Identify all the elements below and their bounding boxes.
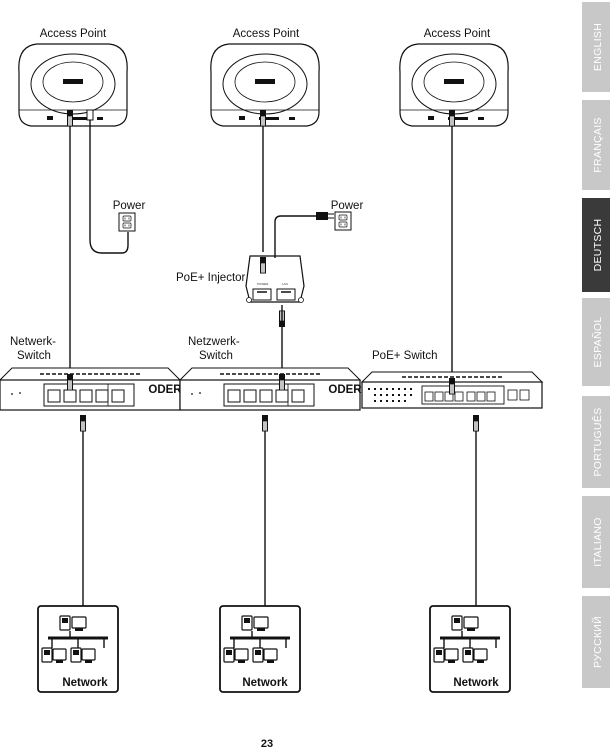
access-point-label-3: Access Point [424, 28, 491, 40]
power-cable [275, 216, 318, 258]
language-tab-portugues[interactable]: PORTUGUÊS [582, 396, 610, 488]
rj45-connector-icon [449, 110, 455, 126]
language-tab-russian[interactable]: РУССКИЙ [582, 596, 610, 688]
rj45-connector-icon [67, 110, 73, 126]
access-point-label-2: Access Point [233, 28, 300, 40]
language-tab-label: PORTUGUÊS [591, 407, 604, 476]
rj45-connector-icon [262, 415, 268, 431]
rj45-connector-icon [67, 374, 73, 390]
power-cable [90, 118, 128, 253]
switch-label-2-line1: Netzwerk- [188, 336, 240, 348]
network-label-1: Network [62, 677, 108, 689]
language-tab-espanol[interactable]: ESPAÑOL [582, 298, 610, 386]
language-tab-label: ESPAÑOL [591, 317, 604, 368]
switch-label-2-line2: Switch [199, 350, 233, 362]
or-label-1: ODER [148, 384, 182, 396]
rj45-connector-icon [80, 415, 86, 431]
rj45-connector-icon [449, 378, 455, 394]
language-tab-francais[interactable]: FRANÇAIS [582, 100, 610, 190]
svg-text:LAN: LAN [282, 282, 288, 286]
svg-text:POWER: POWER [257, 282, 269, 286]
poe-injector-icon: POWER LAN [246, 256, 304, 303]
power-plug-icon [316, 212, 328, 220]
poe-switch-label: PoE+ Switch [372, 350, 438, 362]
switch-label-1-line2: Switch [17, 350, 51, 362]
network-label-3: Network [453, 677, 499, 689]
language-tab-label: FRANÇAIS [592, 117, 604, 173]
language-tab-label: DEUTSCH [592, 219, 604, 272]
power-label-1: Power [113, 200, 146, 212]
page-number: 23 [261, 738, 273, 749]
language-tab-italiano[interactable]: ITALIANO [582, 496, 610, 588]
rj45-connector-icon [260, 110, 266, 126]
rj45-connector-icon [260, 257, 266, 273]
network-label-2: Network [242, 677, 288, 689]
or-label-2: ODER [328, 384, 362, 396]
access-point-label-1: Access Point [40, 28, 107, 40]
power-outlet-icon [119, 213, 135, 231]
column-2: Access Point PoE+ Injector POWER LAN Pow… [176, 28, 363, 692]
column-1: Access Point Power Netwerk- Switch Netwo… [0, 28, 180, 692]
column-3: Access Point PoE+ Switch Network [362, 28, 542, 692]
power-label-2: Power [331, 200, 364, 212]
language-tab-deutsch[interactable]: DEUTSCH [582, 198, 610, 292]
power-plug-icon [87, 110, 93, 120]
power-outlet-icon [335, 212, 351, 230]
rj45-connector-icon [279, 374, 285, 390]
injector-label: PoE+ Injector [176, 272, 246, 284]
language-tab-english[interactable]: ENGLISH [582, 2, 610, 92]
switch-label-1-line1: Netwerk- [10, 336, 56, 348]
rj45-connector-icon [473, 415, 479, 431]
language-tab-label: ENGLISH [592, 23, 604, 71]
language-tab-label: ITALIANO [592, 517, 604, 566]
language-tabs: ENGLISH FRANÇAIS DEUTSCH ESPAÑOL PORTUGU… [582, 2, 610, 688]
language-tab-label: РУССКИЙ [591, 616, 604, 668]
